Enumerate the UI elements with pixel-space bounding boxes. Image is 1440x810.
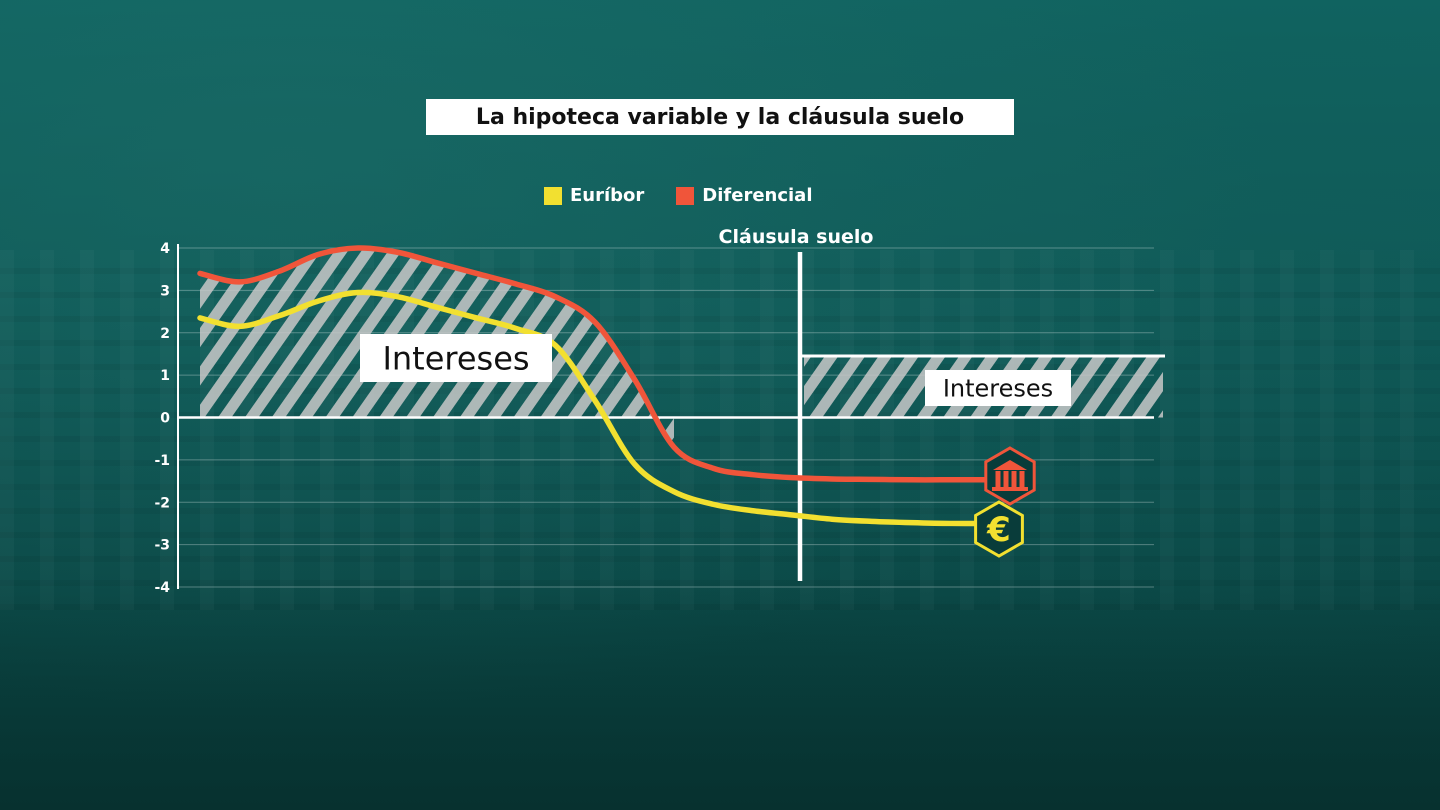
legend-item-diferencial: Diferencial [676, 185, 813, 206]
interest-label-left-box [360, 334, 552, 382]
y-tick-label: 4 [160, 241, 170, 257]
legend: Euríbor Diferencial [544, 185, 813, 206]
euro-icon-frame [974, 500, 1024, 558]
series-line-euribor [197, 289, 993, 527]
y-tick-label: -1 [154, 453, 170, 469]
series-line-diferencial [197, 245, 993, 483]
chart-title-box: La hipoteca variable y la cláusula suelo [426, 99, 1014, 135]
y-tick-label: -2 [154, 495, 170, 511]
interest-label-right-box [925, 370, 1071, 406]
legend-label-euribor: Euríbor [570, 185, 645, 206]
end-icons: € [974, 446, 1036, 558]
y-tick-label: 2 [160, 326, 170, 342]
axes [177, 244, 1154, 589]
euro-icon: € [986, 510, 1011, 550]
y-tick-label: 3 [160, 283, 170, 299]
legend-swatch-diferencial [676, 186, 695, 205]
interest-label-left: Intereses [382, 340, 529, 378]
y-tick-label: -4 [154, 580, 170, 596]
y-tick-label: -3 [154, 538, 170, 554]
chart-title: La hipoteca variable y la cláusula suelo [475, 104, 965, 130]
legend-swatch-euribor [544, 186, 562, 205]
svg-text:€: € [986, 510, 1011, 550]
legend-label-diferencial: Diferencial [702, 185, 813, 206]
legend-item-euribor: Euríbor [544, 185, 644, 206]
background-trees [0, 580, 1440, 810]
bank-icon-frame [984, 446, 1036, 506]
bank-icon [992, 460, 1028, 491]
series-lines [197, 245, 993, 527]
interest-label-right: Intereses [943, 375, 1053, 403]
clausula-suelo-label: Cláusula suelo [719, 226, 874, 248]
y-tick-label: 1 [160, 368, 170, 384]
y-tick-label: 0 [160, 411, 170, 427]
